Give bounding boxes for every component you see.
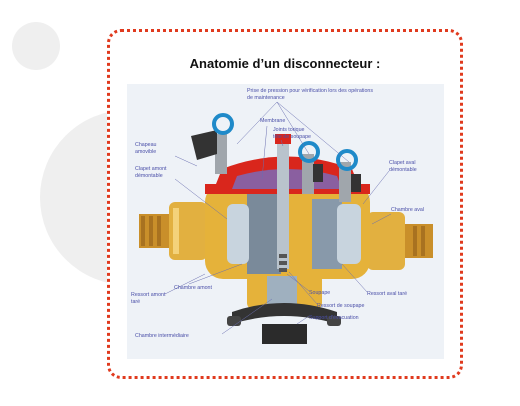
pressure-test-valve-middle [298, 141, 323, 194]
label-prise-pression-line2: de maintenance [247, 95, 285, 101]
label-ressort-soupape: Ressort de soupape [317, 303, 364, 309]
diagram-card: Anatomie d’un disconnecteur : [107, 29, 463, 379]
label-chapeau-line2: amovible [135, 149, 156, 155]
label-chambre-aval: Chambre aval [391, 207, 424, 213]
label-soupape: Soupape [309, 290, 330, 296]
label-joints-line1: Joints torique [273, 127, 305, 133]
center-stem [275, 134, 291, 272]
disconnector-illustration: Prise de pression pour vérification lors… [131, 88, 433, 344]
card-title: Anatomie d’un disconnecteur : [189, 56, 381, 71]
disconnector-diagram: Prise de pression pour vérification lors… [127, 84, 444, 359]
label-support-evacuation: Support d'évacuation [309, 315, 359, 321]
label-clapet-amont-line1: Clapet amont [135, 166, 167, 172]
label-ressort-amont-line1: Ressort amont [131, 292, 166, 298]
label-prise-pression-line1: Prise de pression pour vérification lors… [247, 88, 373, 94]
label-chapeau-line1: Chapeau [135, 142, 157, 148]
pressure-test-valve-left [191, 113, 234, 174]
label-ressort-aval: Ressort aval taré [367, 291, 407, 297]
left-pipe-connector [139, 202, 207, 260]
label-chambre-amont: Chambre amont [174, 285, 213, 291]
right-pipe-connector [367, 212, 433, 270]
label-membrane: Membrane [260, 118, 285, 124]
drain-support [227, 274, 341, 344]
leader-lines [164, 101, 392, 335]
valve-body [205, 156, 370, 279]
label-clapet-amont-line2: démontable [135, 173, 163, 179]
label-clapet-aval-line1: Clapet aval [389, 160, 416, 166]
background-circle-small [12, 22, 60, 70]
label-joints-line2: tête de soupape [273, 134, 311, 140]
pressure-test-valve-right [336, 149, 361, 202]
label-ressort-amont-line2: taré [131, 299, 140, 305]
label-chambre-intermediaire: Chambre intermédiaire [135, 333, 189, 339]
label-clapet-aval-line2: démontable [389, 167, 417, 173]
